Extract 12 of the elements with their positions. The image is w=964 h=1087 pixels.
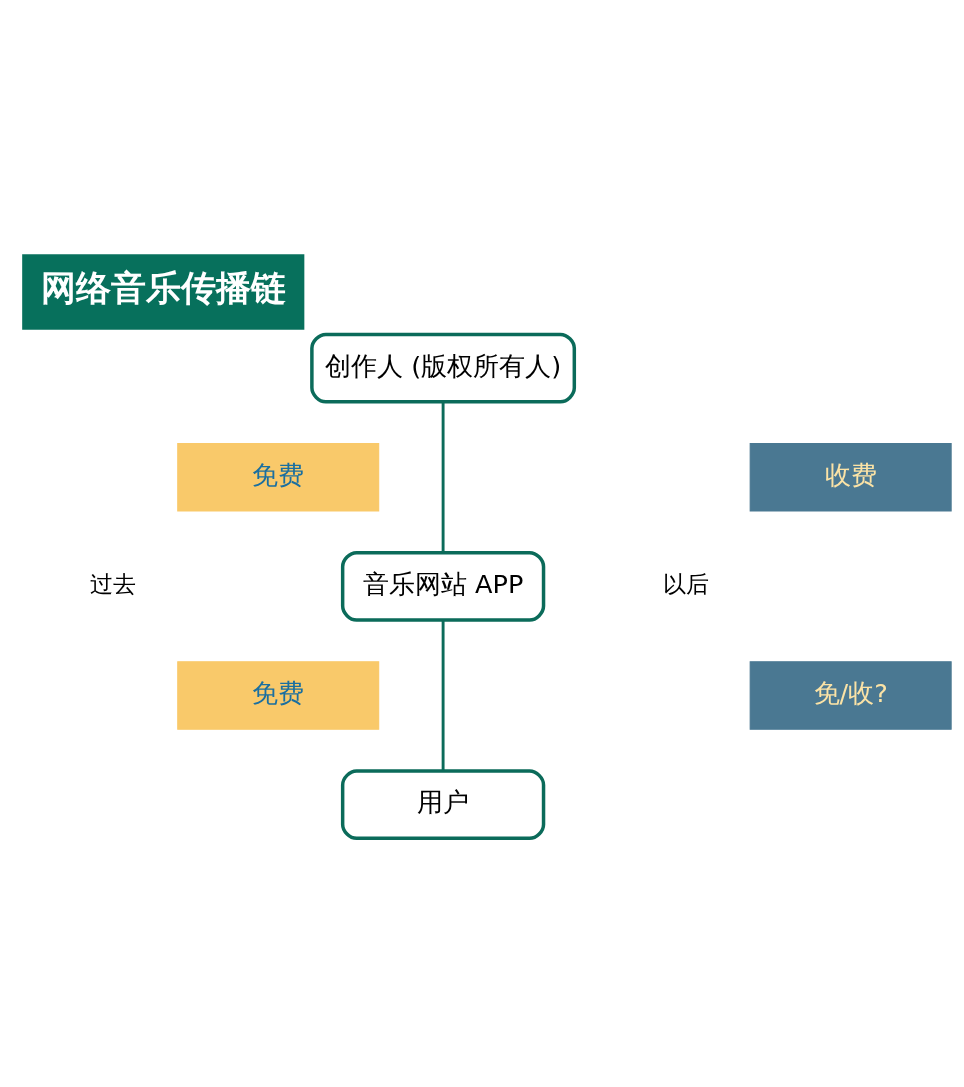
node-box: 音乐网站 APP	[340, 550, 546, 622]
connector	[441, 619, 445, 771]
node-box: 创作人 (版权所有人)	[310, 332, 577, 403]
label: 过去	[90, 569, 137, 597]
label: 以后	[662, 569, 709, 597]
node-box: 免/收?	[749, 660, 952, 730]
node-box: 免费	[177, 442, 380, 511]
node-box: 用户	[340, 768, 546, 840]
connector	[441, 401, 445, 552]
node-box: 收费	[749, 442, 952, 511]
node-box: 免费	[177, 660, 380, 730]
diagram-title: 网络音乐传播链	[41, 267, 287, 308]
